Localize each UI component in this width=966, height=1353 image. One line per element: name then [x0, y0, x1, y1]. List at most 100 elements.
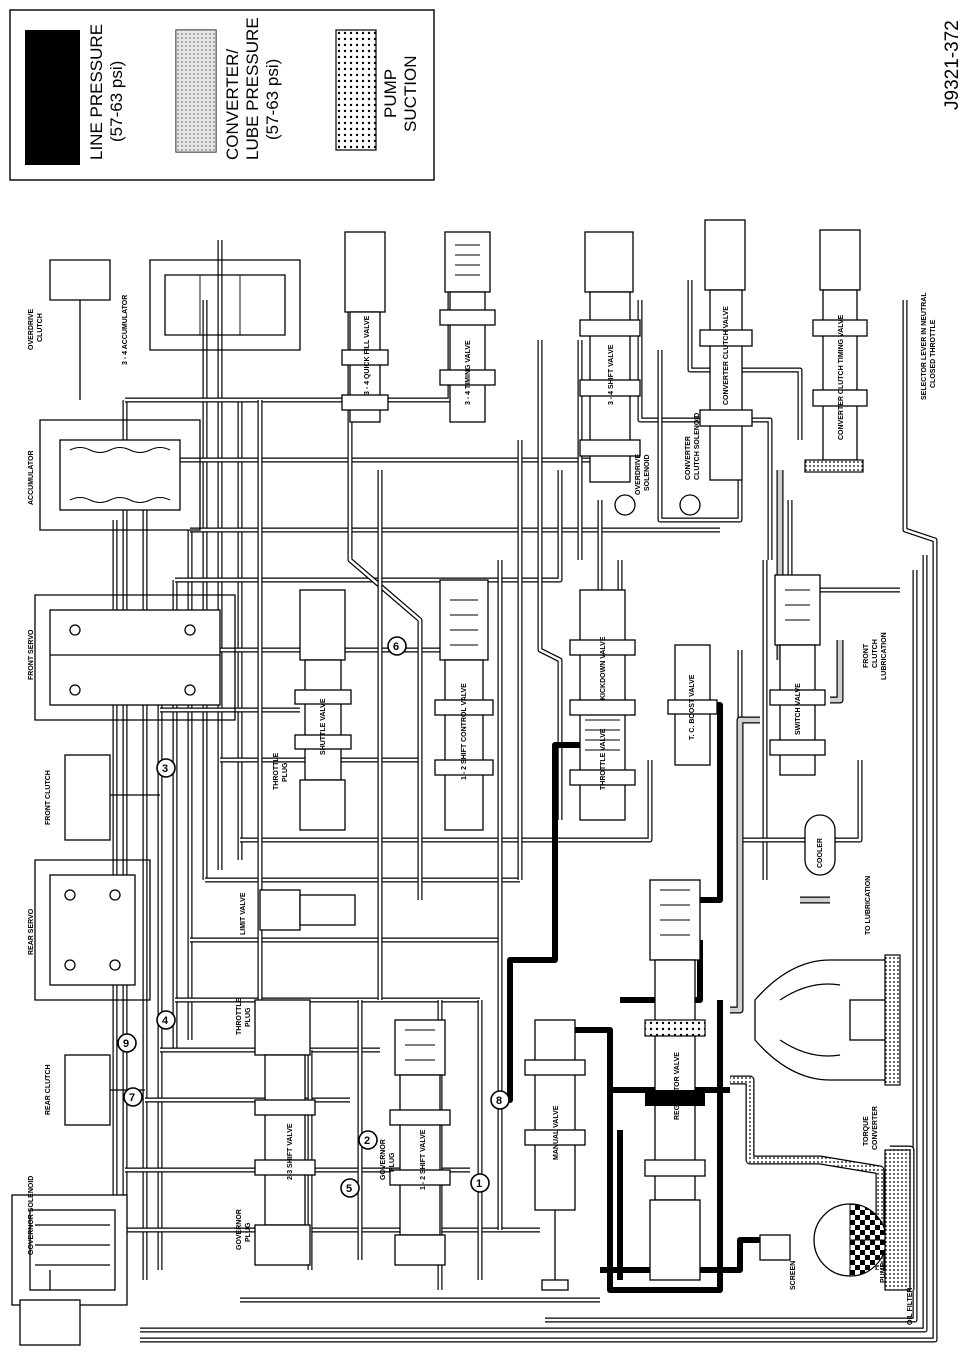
- boost-valve: [667, 644, 718, 766]
- label-overdrive-clutch: OVERDRIVE: [28, 308, 35, 350]
- check-ball-6: 6: [387, 636, 407, 656]
- label-converter-clutch-solenoid: CONVERTER: [685, 436, 692, 480]
- svg-text:7: 7: [129, 1092, 135, 1104]
- svg-text:CLUTCH SOLENOID: CLUTCH SOLENOID: [694, 413, 701, 480]
- label-pump: PUMP: [880, 1262, 887, 1283]
- legend-suction-label: SUCTION: [401, 56, 420, 133]
- cooler: [804, 814, 836, 876]
- label-selector-note: SELECTOR LEVER IN NEUTRAL: [921, 292, 928, 400]
- label-shift-valve-1-2: 1 - 2 SHIFT VALVE: [420, 1129, 427, 1190]
- pump: [813, 1203, 887, 1277]
- label-manual-valve: MANUAL VALVE: [553, 1105, 560, 1160]
- shift-valve-1-2: [389, 1019, 451, 1266]
- rear-servo: [34, 859, 151, 1001]
- label-converter-clutch-timing-valve: CONVERTER CLUTCH TIMING VALVE: [838, 314, 845, 440]
- svg-text:PLUG: PLUG: [282, 762, 289, 782]
- quick-fill-valve-3-4: [341, 231, 389, 423]
- limit-valve: [259, 889, 356, 931]
- svg-text:LUBRICATION: LUBRICATION: [881, 632, 888, 680]
- svg-text:CLUTCH: CLUTCH: [872, 639, 879, 668]
- svg-text:CLUTCH: CLUTCH: [37, 313, 44, 342]
- svg-text:9: 9: [123, 1038, 129, 1050]
- switch-valve: [769, 574, 826, 776]
- label-shift-valve-3-4: 3 - 4 SHIFT VALVE: [608, 344, 615, 405]
- converter-clutch-valve: [679, 219, 753, 516]
- manual-valve: [524, 1019, 586, 1291]
- front-clutch: [64, 754, 160, 841]
- label-boost-valve: T. C. BOOST VALVE: [689, 674, 696, 740]
- label-throttle-plug-lower: THROTTLE: [236, 997, 243, 1035]
- svg-text:5: 5: [346, 1183, 352, 1195]
- svg-text:CLOSED THROTTLE: CLOSED THROTTLE: [930, 319, 937, 388]
- screen: [759, 1234, 791, 1261]
- label-throttle-plug-upper: THROTTLE: [273, 752, 280, 790]
- legend-swatch-line-pressure: [25, 30, 80, 165]
- label-timing-valve: 3 - 4 TIMING VALVE: [465, 340, 472, 405]
- label-overdrive-solenoid: OVERDRIVE: [635, 453, 642, 495]
- legend-lube-label: LUBE PRESSURE: [243, 17, 262, 160]
- legend-converter-psi: (57-63 psi): [263, 59, 282, 140]
- outer-pipe-frame: [140, 300, 938, 1343]
- label-accumulator: ACCUMULATOR: [28, 450, 35, 505]
- check-balls: 1 2 3 4 5 6 7 8 9: [117, 636, 510, 1198]
- svg-text:PLUG: PLUG: [245, 1007, 252, 1027]
- label-front-servo: FRONT SERVO: [28, 629, 35, 680]
- check-ball-3: 3: [156, 758, 176, 778]
- shuttle-valve: [294, 589, 352, 831]
- label-governor-solenoid: GOVERNOR SOLENOID: [28, 1176, 35, 1255]
- check-ball-8: 8: [490, 1090, 510, 1110]
- svg-text:PLUG: PLUG: [245, 1222, 252, 1242]
- check-ball-2: 2: [358, 1130, 378, 1150]
- label-to-lubrication: TO LUBRICATION: [865, 876, 872, 935]
- figure-id: J9321-372: [942, 20, 963, 110]
- kickdown-throttle-valve: [569, 589, 636, 821]
- shift-control-valve-1-2: [434, 579, 494, 831]
- converter-clutch-timing-valve: [804, 229, 868, 473]
- label-governor-plug-left: GOVERNOR: [236, 1209, 243, 1250]
- svg-text:PLUG: PLUG: [389, 1152, 396, 1172]
- label-accumulator-3-4: 3 - 4 ACCUMULATOR: [122, 295, 129, 365]
- label-rear-clutch: REAR CLUTCH: [45, 1064, 52, 1115]
- label-screen: SCREEN: [790, 1261, 797, 1290]
- check-ball-1: 1: [470, 1173, 490, 1193]
- timing-valve-3-4: [439, 231, 496, 423]
- shift-valve-3-4: [579, 231, 641, 516]
- legend-swatch-pump-suction: [335, 29, 377, 151]
- label-torque-converter: TORQUE: [863, 1116, 870, 1146]
- legend-pump-label: PUMP: [381, 69, 400, 118]
- overdrive-clutch: [49, 259, 111, 400]
- label-front-clutch-lubrication: FRONT: [863, 643, 870, 668]
- torque-converter: [754, 954, 901, 1086]
- label-switch-valve: SWITCH VALVE: [795, 683, 802, 735]
- legend: LINE PRESSURE (57-63 psi) CONVERTER/ LUB…: [9, 9, 435, 181]
- check-ball-5: 5: [340, 1178, 360, 1198]
- label-converter-clutch-valve: CONVERTER CLUTCH VALVE: [723, 306, 730, 405]
- label-governor-plug-mid: GOVERNOR: [380, 1139, 387, 1180]
- svg-text:CONVERTER: CONVERTER: [872, 1106, 879, 1150]
- svg-text:3: 3: [162, 763, 168, 775]
- oil-filter: [884, 1149, 911, 1291]
- label-quick-fill-valve: 3 - 4 QUICK FILL VALVE: [364, 315, 371, 395]
- svg-text:8: 8: [496, 1095, 502, 1107]
- accumulator: [39, 419, 201, 531]
- shift-valve-2-3: [254, 999, 316, 1266]
- regulator-valve: [644, 879, 706, 1281]
- label-kickdown-valve: KICKDOWN VALVE: [600, 636, 607, 700]
- legend-line-pressure-label: LINE PRESSURE: [87, 24, 106, 160]
- governor-solenoid: [11, 1194, 128, 1346]
- label-shift-control-valve: 1 - 2 SHIFT CONTROL VALVE: [461, 683, 468, 780]
- svg-text:1: 1: [476, 1178, 482, 1190]
- label-regulator-valve: REGULATOR VALVE: [674, 1052, 681, 1120]
- accumulator-3-4: [149, 259, 301, 351]
- front-servo: [34, 594, 236, 721]
- label-limit-valve: LIMIT VALVE: [240, 892, 247, 935]
- label-cooler: COOLER: [817, 838, 824, 868]
- check-ball-9: 9: [117, 1033, 137, 1053]
- svg-text:6: 6: [393, 641, 399, 653]
- label-shift-valve-2-3: 2-3 SHIFT VALVE: [287, 1123, 294, 1180]
- svg-text:SOLENOID: SOLENOID: [644, 454, 651, 491]
- svg-text:4: 4: [162, 1015, 169, 1027]
- label-throttle-valve: THROTTLE VALVE: [600, 728, 607, 790]
